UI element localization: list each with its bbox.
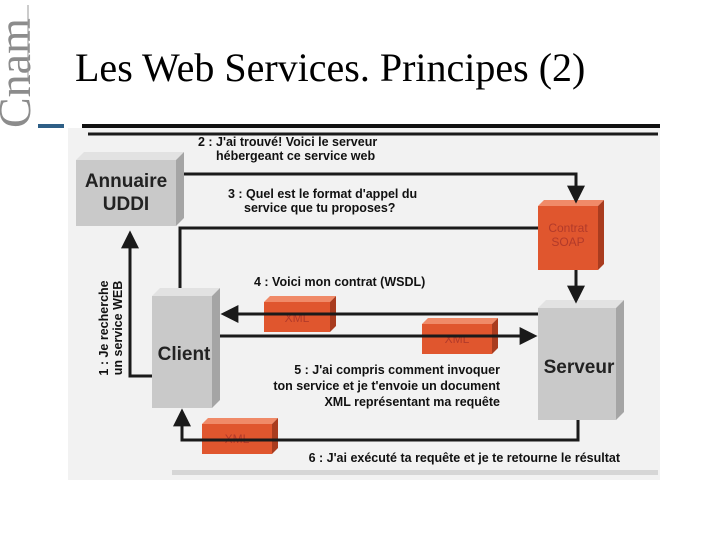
web-services-diagram: Annuaire UDDI Client Serveur Contrat SOA… [68, 128, 660, 480]
diagram-bottom-edge [172, 470, 658, 475]
arrow-step3-line [178, 226, 538, 288]
annuaire-uddi-box: Annuaire UDDI [76, 152, 184, 226]
arrows [88, 132, 658, 442]
step2-label-line2: hébergeant ce service web [216, 149, 375, 163]
step6-label: 6 : J'ai exécuté ta requête et je te ret… [309, 451, 621, 465]
contrat-label-line1: Contrat [548, 221, 588, 235]
cnam-logo: Cnam [0, 0, 80, 135]
slide-title: Les Web Services. Principes (2) [75, 45, 586, 90]
cnam-logo-graphic: Cnam [0, 5, 40, 128]
arrow-step1 [121, 230, 152, 378]
step1-label-line1: 1 : Je recherche [97, 280, 111, 375]
step5-label-line2: ton service et je t'envoie un document [273, 379, 500, 393]
serveur-label: Serveur [544, 357, 615, 378]
contrat-soap-box: Contrat SOAP [538, 200, 604, 270]
annuaire-label-line1: Annuaire [85, 171, 167, 192]
step2-label-line1: 2 : J'ai trouvé! Voici le serveur [198, 135, 377, 149]
step5-label-line3: XML représentant ma requête [324, 395, 500, 409]
xml-label-2: XML [445, 332, 470, 346]
arrow-step3-request [184, 172, 585, 204]
client-label: Client [158, 344, 211, 365]
cnam-logo-letters: Cnam [0, 18, 40, 128]
step1-label-line2: un service WEB [111, 281, 125, 375]
client-box: Client [152, 288, 220, 408]
contrat-label-line2: SOAP [551, 235, 584, 249]
step3-label-line2: service que tu proposes? [244, 201, 395, 215]
serveur-box: Serveur [538, 300, 624, 420]
xml-box-request: XML [422, 318, 498, 354]
xml-box-result: XML [202, 418, 278, 454]
title-accent-rule [38, 124, 64, 128]
step4-label: 4 : Voici mon contrat (WSDL) [254, 275, 425, 289]
step3-label-line1: 3 : Quel est le format d'appel du [228, 187, 417, 201]
arrow-step6 [173, 408, 580, 442]
step5-label-line1: 5 : J'ai compris comment invoquer [294, 363, 500, 377]
title-underline-rule [82, 124, 660, 128]
annuaire-label-line2: UDDI [103, 194, 149, 215]
